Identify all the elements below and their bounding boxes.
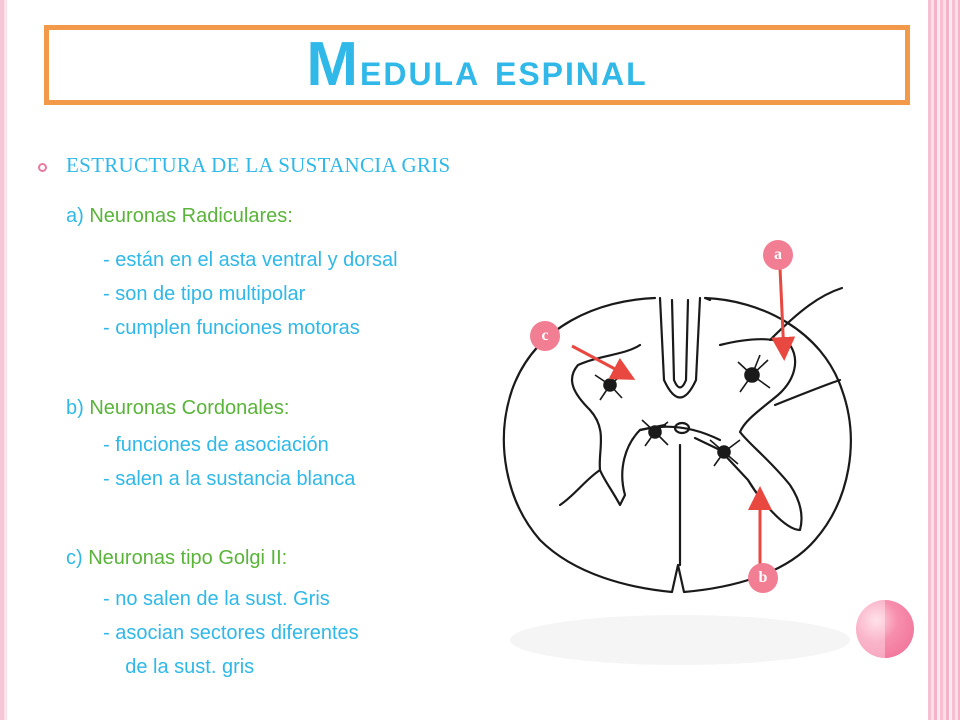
detail-line: - funciones de asociación — [103, 434, 329, 456]
title-rest: edula espinal — [359, 43, 648, 95]
subheading-c: c) Neuronas tipo Golgi II: — [66, 547, 287, 570]
neuron-left-center — [641, 419, 669, 447]
subheading-c-letter: c) — [66, 547, 83, 569]
detail-line: de la sust. gris — [103, 656, 255, 678]
title-first-letter: M — [306, 30, 360, 99]
label-c: c — [530, 321, 560, 351]
gray-matter-left — [571, 343, 667, 507]
subheading-c-label: Neuronas tipo Golgi II: — [88, 547, 288, 569]
spinal-cord-outline — [502, 296, 852, 594]
detail-line: - no salen de la sust. Gris — [103, 588, 330, 610]
subheading-a-label: Neuronas Radiculares: — [89, 205, 293, 227]
arrow-c — [571, 344, 636, 380]
decorative-circle — [856, 600, 914, 658]
detail-line: - salen a la sustancia blanca — [103, 468, 356, 490]
section-heading: ESTRUCTURA DE LA SUSTANCIA GRIS — [66, 153, 451, 177]
right-stripe-decoration — [928, 0, 960, 720]
subheading-a: a) Neuronas Radiculares: — [66, 205, 293, 228]
dorsal-root — [768, 286, 844, 342]
label-a: a — [763, 240, 793, 270]
subheading-a-letter: a) — [66, 205, 84, 227]
detail-line: - cumplen funciones motoras — [103, 317, 360, 339]
dorsal-septum — [658, 296, 702, 399]
label-b: b — [748, 563, 778, 593]
arrow-a — [771, 267, 796, 361]
subheading-b-label: Neuronas Cordonales: — [89, 397, 290, 419]
neuron-b — [709, 439, 741, 467]
subheading-b: b) Neuronas Cordonales: — [66, 397, 289, 420]
bullet-icon — [38, 163, 47, 172]
reflection — [510, 615, 850, 665]
neuron-c — [594, 371, 626, 401]
ventral-root — [773, 378, 842, 407]
title-box: Medula espinal — [44, 25, 910, 105]
detail-line: - están en el asta ventral y dorsal — [103, 249, 398, 271]
left-border — [0, 0, 7, 720]
neuron-a — [737, 354, 771, 393]
gray-matter-right — [693, 338, 803, 532]
detail-line: - son de tipo multipolar — [103, 283, 306, 305]
subheading-b-letter: b) — [66, 397, 84, 419]
page-title: Medula espinal — [306, 34, 647, 96]
detail-line: - asocian sectores diferentes — [103, 622, 359, 644]
